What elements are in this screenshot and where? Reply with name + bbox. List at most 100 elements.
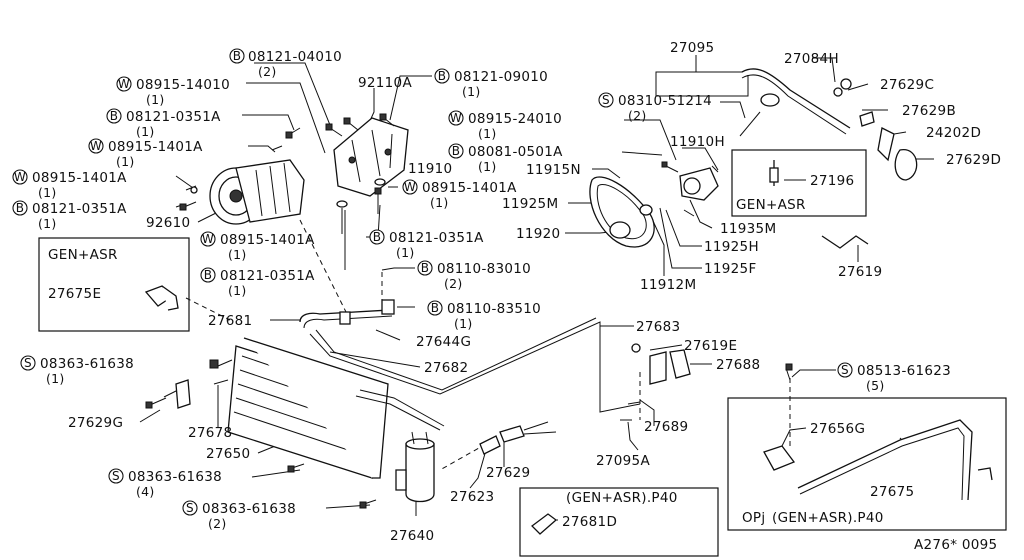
qty-08915-24010: (1): [478, 126, 497, 141]
label-27629G: 27629G: [68, 415, 123, 431]
badge-b-08121-0351A-1: B: [106, 108, 122, 124]
label-27678: 27678: [188, 425, 232, 441]
label-08121-09010: 08121-09010: [454, 69, 548, 85]
screw-badge-letter: S: [186, 501, 194, 515]
qty-08121-0351A-3: (1): [396, 245, 415, 260]
qty-08121-04010: (2): [258, 64, 277, 79]
label-11925M: 11925M: [502, 196, 558, 212]
hose-27675-drawing: [763, 363, 993, 501]
qty-08363-61638-3: (2): [208, 516, 227, 531]
badge-b-08121-0351A-4: B: [200, 267, 216, 283]
screw-badge-letter: S: [841, 363, 849, 377]
label-27675: 27675: [870, 484, 914, 500]
label-08110-83510: 08110-83510: [447, 301, 541, 317]
part-27196-drawing: [769, 160, 779, 186]
bolt-badge-letter: B: [421, 261, 430, 275]
screw-badge-letter: S: [112, 469, 120, 483]
screw-badge-letter: S: [602, 93, 610, 107]
idler-drawing: [661, 161, 719, 217]
badge-s-08363-61638-2: S: [108, 468, 124, 484]
bolt-badge-letter: B: [233, 49, 242, 63]
badge-b-08121-04010: B: [229, 48, 245, 64]
label-27629D: 27629D: [946, 152, 1001, 168]
label-27650: 27650: [206, 446, 250, 462]
bolt-badge-letter: B: [204, 268, 213, 282]
badge-s-08310-51214: S: [598, 92, 614, 108]
washer-badge-letter: W: [202, 232, 214, 246]
badge-b-08121-0351A-3: B: [369, 229, 385, 245]
badge-s-08363-61638-3: S: [182, 500, 198, 516]
label-08915-1401A-2: 08915-1401A: [32, 170, 127, 186]
bracket-27688-drawing: [620, 343, 691, 421]
label-box-note-right: (GEN+ASR).P40: [772, 510, 884, 526]
clamp-27675E-drawing: [144, 285, 179, 311]
label-08915-24010: 08915-24010: [468, 111, 562, 127]
qty-08915-1401A-4: (1): [228, 247, 247, 262]
diagram-reference: A276* 0095: [914, 537, 997, 553]
washer-badge-letter: W: [404, 180, 416, 194]
badge-w-08915-1401A-3: W: [402, 179, 418, 195]
label-11925F: 11925F: [704, 261, 757, 277]
label-box-note-mid: (GEN+ASR).P40: [566, 490, 678, 506]
hose-top-right-drawing: [739, 68, 918, 181]
badge-w-08915-14010: W: [116, 76, 132, 92]
gen-asr-box-bottom-right: [727, 397, 1007, 531]
refrigerant-lines-drawing: [299, 299, 641, 431]
label-11920: 11920: [516, 226, 560, 242]
label-08915-1401A-3: 08915-1401A: [422, 180, 517, 196]
label-27629C: 27629C: [880, 77, 934, 93]
label-08363-61638-1: 08363-61638: [40, 356, 134, 372]
bolt-badge-letter: B: [431, 301, 440, 315]
label-24202D: 24202D: [926, 125, 981, 141]
label-27623: 27623: [450, 489, 494, 505]
label-27683: 27683: [636, 319, 680, 335]
belt-drawing: [589, 176, 655, 248]
label-27619: 27619: [838, 264, 882, 280]
badge-b-08121-0351A-2: B: [12, 200, 28, 216]
qty-08110-83510: (1): [454, 316, 473, 331]
qty-08363-61638-2: (4): [136, 484, 155, 499]
qty-08121-09010: (1): [462, 84, 481, 99]
badge-w-08915-1401A-4: W: [200, 231, 216, 247]
label-27640: 27640: [390, 528, 434, 544]
gen-asr-box-belt: [731, 149, 867, 217]
compressor-drawing: [209, 159, 305, 225]
washer-badge-letter: W: [14, 170, 26, 184]
qty-08121-0351A-1: (1): [136, 124, 155, 139]
label-27619E: 27619E: [684, 338, 737, 354]
condenser-drawing: [209, 337, 389, 479]
label-27629B: 27629B: [902, 103, 956, 119]
bolt-badge-letter: B: [452, 144, 461, 158]
qty-08121-0351A-4: (1): [228, 283, 247, 298]
badge-w-08915-1401A-2: W: [12, 169, 28, 185]
label-27689: 27689: [644, 419, 688, 435]
screw-badge-letter: S: [24, 356, 32, 370]
washer-badge-letter: W: [118, 77, 130, 91]
part-labels: 08121-04010 (2) 92110A 08121-09010 (1) 0…: [32, 40, 1001, 553]
dashed-guides: [185, 219, 791, 471]
label-08121-0351A-1: 08121-0351A: [126, 109, 221, 125]
qty-08513-61623: (5): [866, 378, 885, 393]
label-11935M: 11935M: [720, 221, 776, 237]
qty-08915-1401A-3: (1): [430, 195, 449, 210]
bolt-badge-letter: B: [16, 201, 25, 215]
badge-w-08915-24010: W: [448, 110, 464, 126]
label-gen-asr-belt: GEN+ASR: [736, 197, 806, 213]
qty-08081-0501A: (1): [478, 159, 497, 174]
label-box-prefix: OPj: [742, 510, 765, 526]
label-11925H: 11925H: [704, 239, 759, 255]
gen-asr-box-bottom-mid: [519, 487, 719, 557]
label-27656G: 27656G: [810, 421, 865, 437]
badge-s-08513-61623: S: [837, 362, 853, 378]
gen-asr-box-left: [38, 237, 190, 332]
washer-badge-letter: W: [90, 139, 102, 153]
label-08121-0351A-4: 08121-0351A: [220, 268, 315, 284]
bolt-badge-letter: B: [110, 109, 119, 123]
label-08915-1401A-4: 08915-1401A: [220, 232, 315, 248]
badge-b-08110-83010: B: [417, 260, 433, 276]
label-11912M: 11912M: [640, 277, 696, 293]
badge-s-08363-61638-1: S: [20, 355, 36, 371]
label-92110A: 92110A: [358, 75, 412, 91]
label-27095: 27095: [670, 40, 714, 56]
label-11910: 11910: [408, 161, 452, 177]
